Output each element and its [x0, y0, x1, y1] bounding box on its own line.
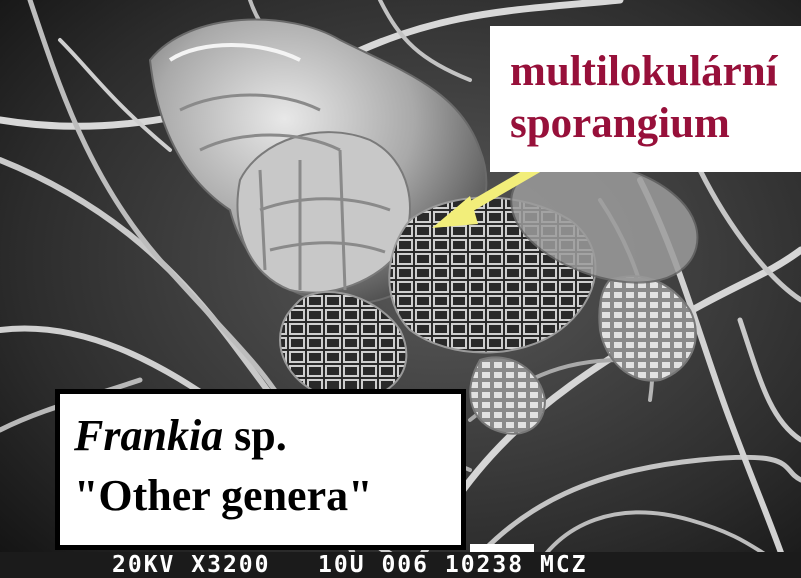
accelerating-voltage: 20KV — [112, 552, 176, 578]
magnification: X3200 — [191, 552, 271, 578]
film-number: 10238 — [444, 552, 525, 578]
readout-strip — [0, 552, 801, 578]
operator-code: MCZ — [539, 552, 588, 578]
sequence-number: 006 — [381, 552, 429, 578]
species-suffix: sp. — [223, 411, 287, 460]
sporangium-label-line2: sporangium — [510, 100, 730, 147]
species-label-line1: Frankia sp. — [74, 406, 461, 466]
sporangium-label-line1: multilokulární — [510, 48, 778, 95]
genus-name: Frankia — [74, 411, 224, 460]
sporangium-label: multilokulární sporangium — [490, 26, 801, 172]
species-label: Frankia sp. "Other genera" — [55, 389, 466, 550]
scale-bar-length: 10U — [318, 552, 366, 578]
species-label-line2: "Other genera" — [74, 471, 373, 520]
scale-bar — [470, 544, 534, 552]
scale-readout: 20KV X3200 10U 006 10238 MCZ — [112, 552, 801, 578]
